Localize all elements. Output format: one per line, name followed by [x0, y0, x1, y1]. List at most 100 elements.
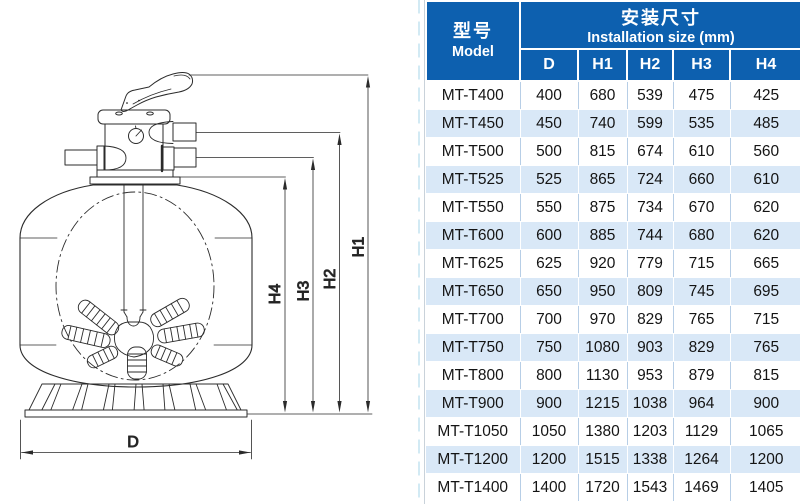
column-header-h4: H4 [729, 48, 800, 82]
inner-vessel-outline [55, 191, 215, 381]
size-header-en: Installation size (mm) [587, 30, 735, 46]
sand-filter-drawing: H1 H2 H3 H4 D [19, 0, 420, 504]
value-cell: 715 [729, 305, 800, 334]
model-header-en: Model [452, 44, 494, 61]
value-cell: 953 [626, 361, 673, 390]
value-cell: 680 [577, 81, 627, 110]
value-cell: 1400 [519, 473, 578, 502]
value-cell: 1338 [626, 445, 673, 474]
dim-label-h3: H3 [296, 281, 313, 302]
value-cell: 1065 [729, 417, 800, 446]
value-cell: 650 [519, 277, 578, 306]
value-cell: 525 [519, 165, 578, 194]
value-cell: 875 [577, 193, 627, 222]
value-cell: 724 [626, 165, 673, 194]
value-cell: 1515 [577, 445, 627, 474]
value-cell: 475 [672, 81, 730, 110]
value-cell: 740 [577, 109, 627, 138]
model-cell: MT-T525 [426, 165, 520, 194]
dim-label-h1: H1 [351, 237, 368, 258]
dimension-lines [20, 74, 373, 460]
lateral-arm [150, 297, 190, 328]
value-cell: 665 [729, 249, 800, 278]
model-cell: MT-T400 [426, 81, 520, 110]
value-cell: 1200 [519, 445, 578, 474]
value-cell: 829 [626, 305, 673, 334]
model-cell: MT-T450 [426, 109, 520, 138]
value-cell: 745 [672, 277, 730, 306]
value-cell: 425 [729, 81, 800, 110]
value-cell: 1380 [577, 417, 627, 446]
model-cell: MT-T650 [426, 277, 520, 306]
value-cell: 450 [519, 109, 578, 138]
model-header-zh: 型号 [453, 21, 493, 42]
value-cell: 1720 [577, 473, 627, 502]
value-cell: 620 [729, 221, 800, 250]
lateral-arm [86, 345, 119, 369]
value-cell: 1215 [577, 389, 627, 418]
value-cell: 900 [729, 389, 800, 418]
model-cell: MT-T1200 [426, 445, 520, 474]
model-cell: MT-T750 [426, 333, 520, 362]
value-cell: 560 [729, 137, 800, 166]
value-cell: 600 [519, 221, 578, 250]
model-cell: MT-T500 [426, 137, 520, 166]
value-cell: 550 [519, 193, 578, 222]
model-cell: MT-T1050 [426, 417, 520, 446]
valve-handle-icon [120, 72, 194, 112]
value-cell: 744 [626, 221, 673, 250]
value-cell: 539 [626, 81, 673, 110]
multiport-valve [64, 109, 197, 185]
value-cell: 1038 [626, 389, 673, 418]
value-cell: 734 [626, 193, 673, 222]
value-cell: 610 [672, 137, 730, 166]
value-cell: 815 [577, 137, 627, 166]
pressure-gauge-icon [128, 125, 144, 144]
installation-size-table: 型号 Model 安装尺寸 Installation size (mm) D H… [424, 0, 800, 504]
lateral-hub [113, 321, 155, 358]
column-header-h2: H2 [626, 48, 674, 82]
value-cell: 879 [672, 361, 730, 390]
dim-label-h2: H2 [322, 269, 339, 290]
model-cell: MT-T600 [426, 221, 520, 250]
value-cell: 800 [519, 361, 578, 390]
model-cell: MT-T625 [426, 249, 520, 278]
model-cell: MT-T1400 [426, 473, 520, 502]
value-cell: 625 [519, 249, 578, 278]
value-cell: 674 [626, 137, 673, 166]
value-cell: 485 [729, 109, 800, 138]
value-cell: 400 [519, 81, 578, 110]
value-cell: 964 [672, 389, 730, 418]
value-cell: 970 [577, 305, 627, 334]
value-cell: 680 [672, 221, 730, 250]
value-cell: 1130 [577, 361, 627, 390]
value-cell: 599 [626, 109, 673, 138]
value-cell: 750 [519, 333, 578, 362]
value-cell: 865 [577, 165, 627, 194]
value-cell: 765 [729, 333, 800, 362]
value-cell: 695 [729, 277, 800, 306]
value-cell: 900 [519, 389, 578, 418]
value-cell: 715 [672, 249, 730, 278]
value-cell: 660 [672, 165, 730, 194]
value-cell: 779 [626, 249, 673, 278]
value-cell: 620 [729, 193, 800, 222]
lateral-arm [77, 299, 120, 336]
value-cell: 1129 [672, 417, 730, 446]
value-cell: 1050 [519, 417, 578, 446]
lateral-arm [150, 344, 184, 367]
value-cell: 500 [519, 137, 578, 166]
size-column-header: 安装尺寸 Installation size (mm) [519, 0, 800, 50]
